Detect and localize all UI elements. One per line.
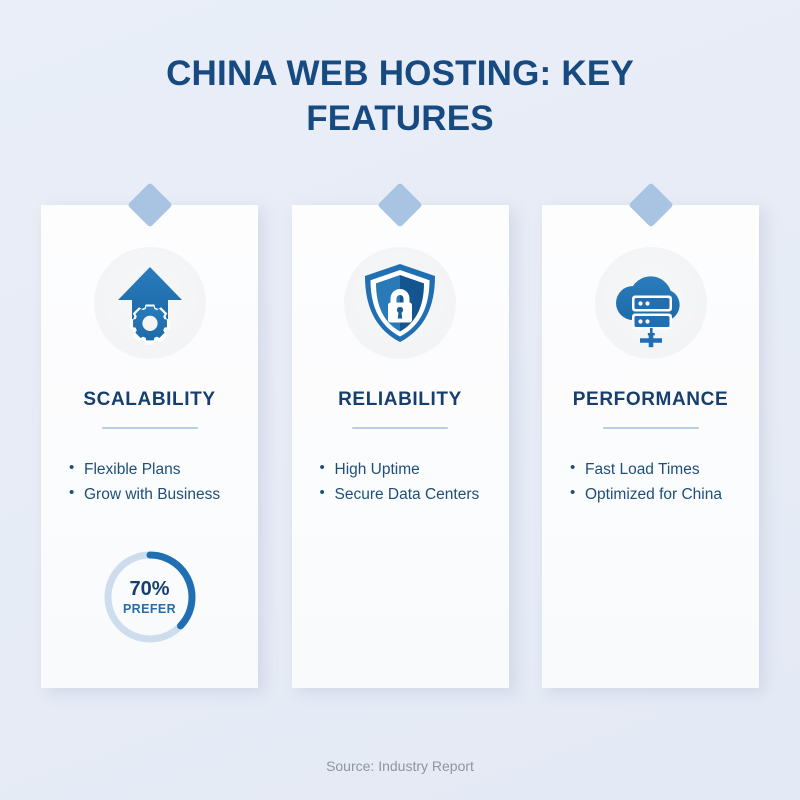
- cloud-server-plus-icon: [594, 247, 707, 359]
- card-heading-reliability: RELIABILITY: [338, 389, 462, 410]
- list-item: Optimized for China: [570, 481, 759, 507]
- feature-bullets-reliability: High Uptime Secure Data Centers: [292, 456, 509, 507]
- list-item: Fast Load Times: [570, 456, 759, 482]
- heading-divider: [602, 427, 699, 429]
- feature-bullets-performance: Fast Load Times Optimized for China: [542, 456, 759, 507]
- card-heading-performance: PERFORMANCE: [572, 389, 729, 410]
- shield-lock-icon: [344, 247, 456, 359]
- list-item: Grow with Business: [69, 481, 258, 507]
- heading-divider: [101, 427, 198, 429]
- list-item: Secure Data Centers: [320, 481, 509, 507]
- page-title: CHINA WEB HOSTING: KEY FEATURES: [166, 54, 634, 138]
- page-title-container: CHINA WEB HOSTING: KEY FEATURES: [110, 52, 690, 142]
- feature-cards-row: SCALABILITY Flexible Plans Grow with Bus…: [41, 182, 759, 688]
- diamond-accent-icon: [377, 182, 423, 228]
- feature-card-reliability[interactable]: RELIABILITY High Uptime Secure Data Cent…: [291, 182, 509, 688]
- heading-divider: [352, 427, 448, 429]
- list-item: High Uptime: [320, 456, 509, 482]
- list-item: Flexible Plans: [69, 456, 258, 482]
- diamond-accent-icon: [126, 182, 173, 228]
- diamond-accent-icon: [627, 182, 674, 228]
- stat-donut-chart: 70% PREFER: [102, 549, 198, 645]
- feature-bullets-scalability: Flexible Plans Grow with Business: [41, 456, 258, 507]
- stat-caption: PREFER: [122, 601, 177, 616]
- feature-card-performance[interactable]: PERFORMANCE Fast Load Times Optimized fo…: [542, 182, 759, 688]
- feature-card-scalability[interactable]: SCALABILITY Flexible Plans Grow with Bus…: [41, 182, 258, 688]
- card-heading-scalability: SCALABILITY: [83, 389, 216, 410]
- arrow-up-gear-icon: [93, 247, 206, 359]
- stat-donut-label: 70% PREFER: [102, 549, 198, 645]
- source-footer: Source: Industry Report: [326, 758, 474, 774]
- stat-value: 70%: [129, 577, 170, 600]
